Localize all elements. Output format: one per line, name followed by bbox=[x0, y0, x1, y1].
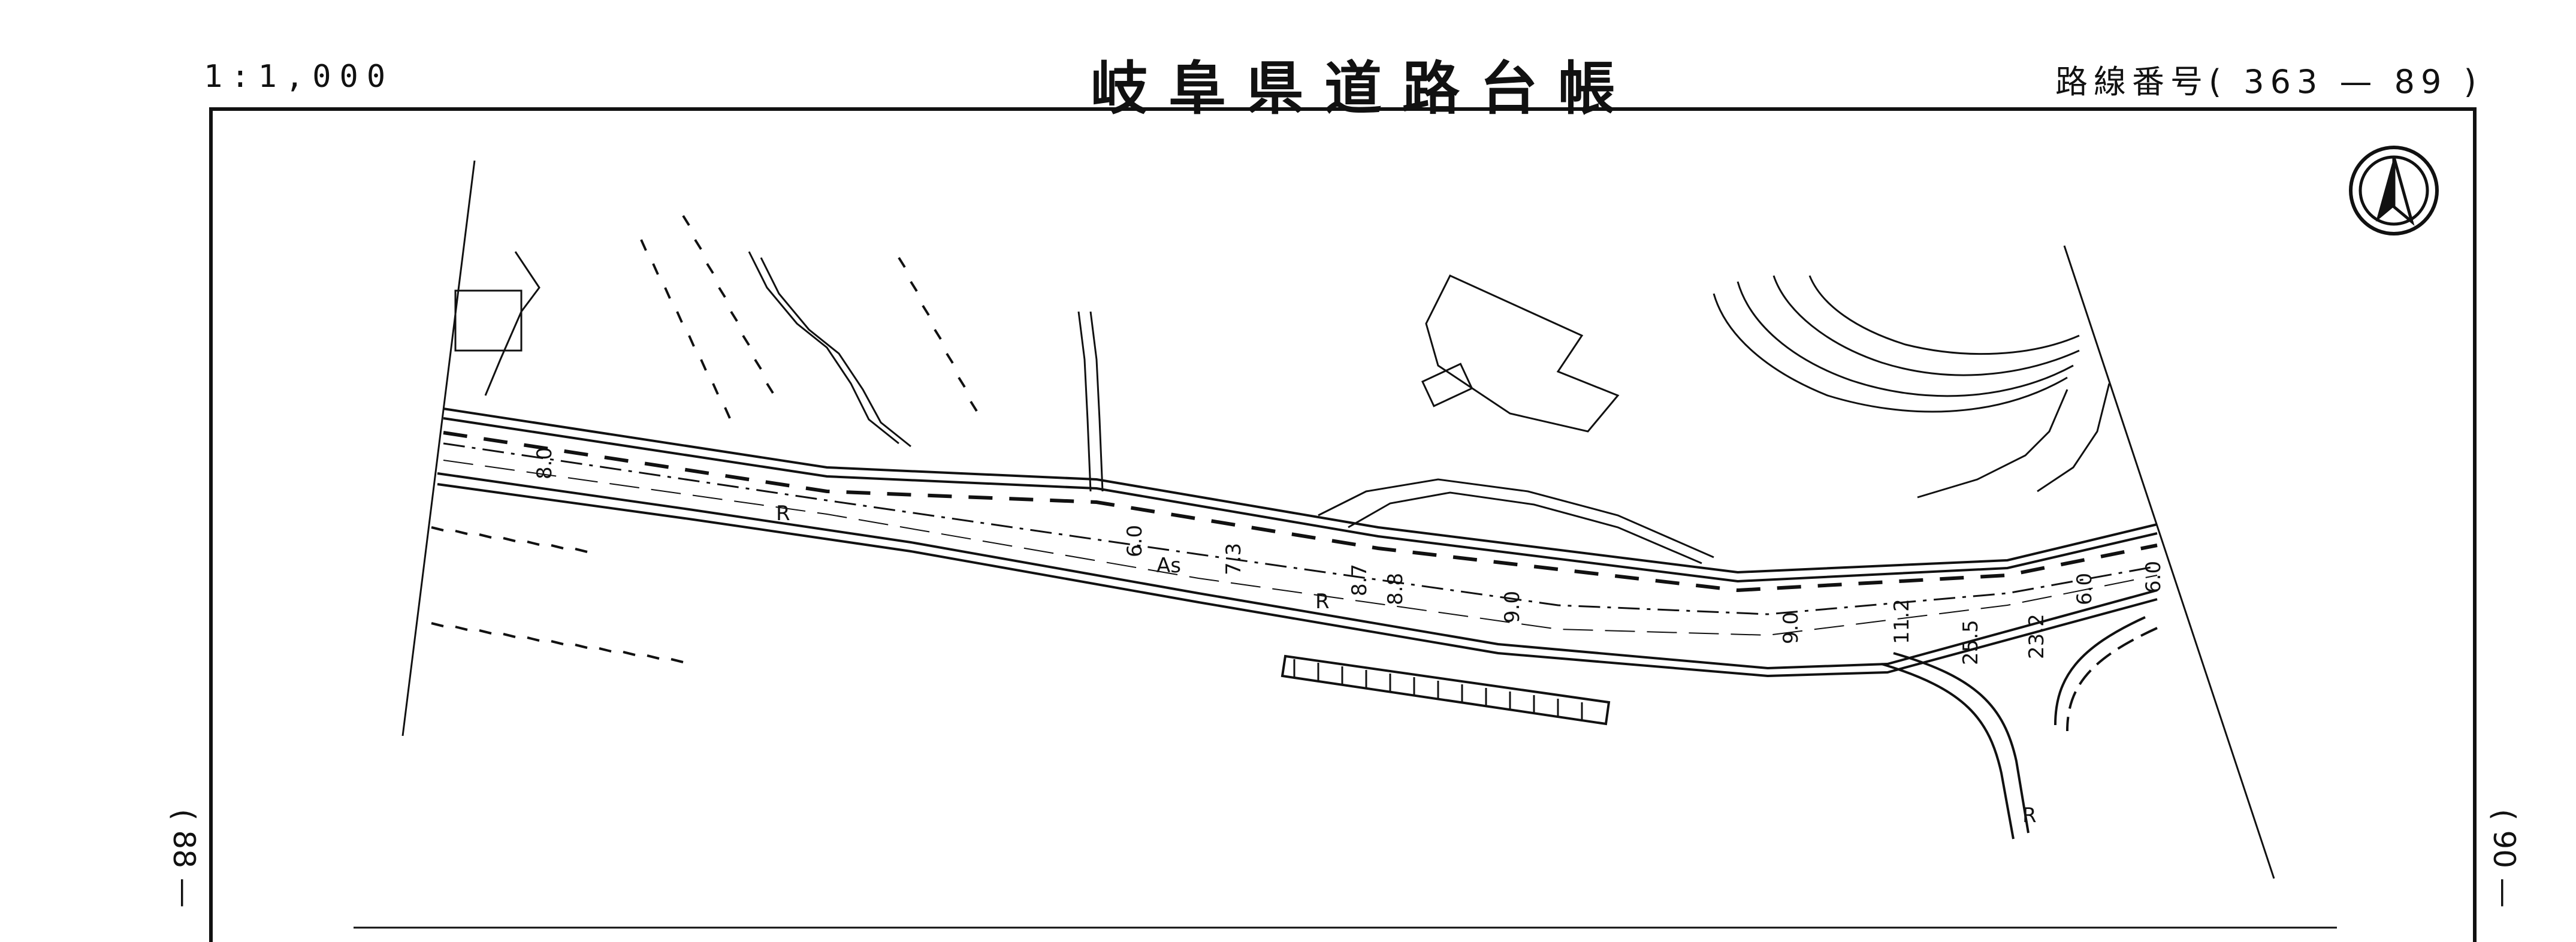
width-label: 6.0 bbox=[2142, 561, 2166, 593]
map-frame bbox=[209, 107, 2477, 942]
width-label: 8.0 bbox=[533, 447, 557, 479]
width-label: 11.2 bbox=[1890, 599, 1914, 644]
surface-label: As bbox=[1156, 554, 1181, 578]
contour-lines bbox=[1713, 275, 2080, 413]
map-scale: 1:1,000 bbox=[204, 59, 394, 95]
curve-label: R bbox=[2022, 804, 2037, 828]
width-dimensions: 8.0 6.0 7.3 8.7 8.8 9.0 9.0 11.2 25.5 23… bbox=[533, 447, 2166, 665]
road-centre-line bbox=[443, 442, 2158, 615]
upper-terrain-lines bbox=[484, 251, 2110, 564]
road-edges bbox=[437, 407, 2158, 678]
width-label: 6.0 bbox=[2073, 573, 2097, 605]
drawing-boundary-left bbox=[401, 160, 476, 736]
width-label: 8.7 bbox=[1348, 564, 1372, 596]
lane-marking-south bbox=[443, 460, 2158, 636]
width-label: 9.0 bbox=[1779, 612, 1803, 644]
adjacent-sheet-right: ( 90 — bbox=[2487, 809, 2521, 908]
width-label: 8.8 bbox=[1384, 573, 1408, 605]
route-separator: — bbox=[2339, 63, 2378, 101]
route-prefix: 路線番号( bbox=[2055, 63, 2228, 101]
curve-label: R bbox=[1315, 590, 1330, 614]
page-title: 岐阜県道路台帳 bbox=[1091, 55, 1636, 122]
width-label: 25.5 bbox=[1959, 620, 1983, 665]
width-label: 7.3 bbox=[1222, 543, 1246, 575]
curve-label: R bbox=[776, 502, 790, 526]
small-building bbox=[1421, 363, 1473, 407]
sheet-number: 89 bbox=[2394, 63, 2448, 101]
retaining-wall bbox=[1281, 654, 1611, 726]
route-number-value: 363 bbox=[2243, 63, 2324, 101]
width-label: 6.0 bbox=[1123, 525, 1147, 557]
north-arrow-icon bbox=[2349, 146, 2439, 236]
lane-marking-north bbox=[443, 431, 2158, 593]
route-number: 路線番号( 363 — 89 ) bbox=[2055, 55, 2483, 102]
embankment-hatching bbox=[431, 215, 978, 663]
structure-left bbox=[454, 289, 523, 352]
building-outline bbox=[1425, 274, 1620, 433]
width-label: 9.0 bbox=[1500, 591, 1524, 623]
branch-road bbox=[1881, 616, 2158, 840]
adjacent-sheet-left: ( 88 — bbox=[167, 809, 201, 908]
drawing-boundary-right bbox=[2063, 245, 2275, 879]
route-suffix: ) bbox=[2463, 63, 2483, 101]
width-label: 23.2 bbox=[2025, 614, 2049, 659]
